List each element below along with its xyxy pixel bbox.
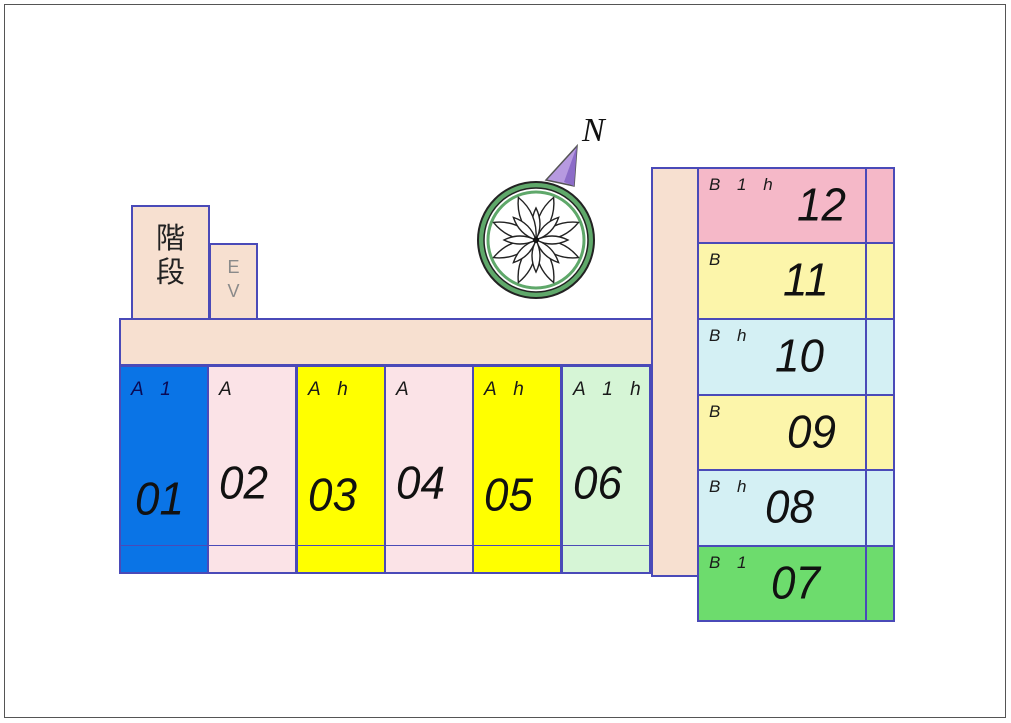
compass-rose-icon [477,181,595,299]
unit-type-label: B [709,250,727,269]
unit-balcony-strip [386,545,472,572]
unit-balcony-strip [209,545,295,572]
north-arrow-icon [544,143,578,187]
stairs-block: 階 段 [131,205,210,320]
elevator-label-1: E [227,257,240,277]
unit-balcony-strip [563,545,649,572]
unit-balcony-side [865,469,895,547]
corridor-joint [653,318,697,368]
unit-07: B 1 07 [697,545,867,622]
unit-type-label: B 1 h [709,175,779,194]
unit-balcony-side [865,167,895,244]
unit-number-label: 07 [771,557,820,610]
unit-01: A 1 01 [119,365,209,574]
unit-10: B h 10 [697,318,867,396]
unit-balcony-side [865,545,895,622]
unit-balcony-side [865,318,895,396]
unit-balcony-side [865,394,895,471]
unit-08: B h 08 [697,469,867,547]
unit-number-label: 11 [783,254,829,307]
unit-05: A h 05 [472,365,562,574]
unit-12: B 1 h 12 [697,167,867,244]
unit-balcony-strip [474,545,560,572]
stairs-label-2: 段 [155,255,185,289]
unit-11: B 11 [697,242,867,320]
unit-number-label: 01 [135,473,184,526]
unit-type-label: B h [709,326,753,345]
compass-petal-inner [531,238,541,274]
compass-petal-inner [502,235,538,245]
compass-petal-inner [534,216,560,242]
compass-petal-inner [512,216,538,242]
unit-balcony-strip [298,545,384,572]
compass-petal-inner [512,238,538,264]
corridor-horizontal [119,318,699,366]
unit-type-label: A 1 [131,379,177,400]
compass-petal-inner [534,235,570,245]
elevator-block: E V [209,243,258,320]
unit-type-label: A h [308,379,354,400]
unit-number-label: 03 [308,469,357,522]
unit-type-label: A h [484,379,530,400]
unit-number-label: 06 [573,457,622,510]
unit-06: A 1 h 06 [561,365,651,574]
elevator-label-2: V [227,281,240,301]
unit-number-label: 08 [765,481,814,534]
unit-number-label: 10 [775,330,824,383]
unit-type-label: A [396,379,415,400]
unit-number-label: 09 [787,406,836,459]
unit-type-label: A [219,379,238,400]
unit-type-label: A 1 h [573,379,647,400]
unit-type-label: B h [709,477,753,496]
unit-03: A h 03 [296,365,386,574]
unit-number-label: 04 [396,457,445,510]
compass-petal-inner [534,238,560,264]
unit-number-label: 12 [797,179,846,232]
unit-09: B 09 [697,394,867,471]
unit-balcony-side [865,242,895,320]
unit-balcony-strip [121,545,207,572]
unit-02: A 02 [207,365,297,574]
north-label: N [582,112,605,149]
unit-number-label: 05 [484,469,533,522]
unit-type-label: B [709,402,727,421]
corridor-vertical [651,167,699,577]
stairs-label-1: 階 [155,221,185,255]
unit-type-label: B 1 [709,553,753,572]
unit-number-label: 02 [219,457,268,510]
unit-04: A 04 [384,365,474,574]
